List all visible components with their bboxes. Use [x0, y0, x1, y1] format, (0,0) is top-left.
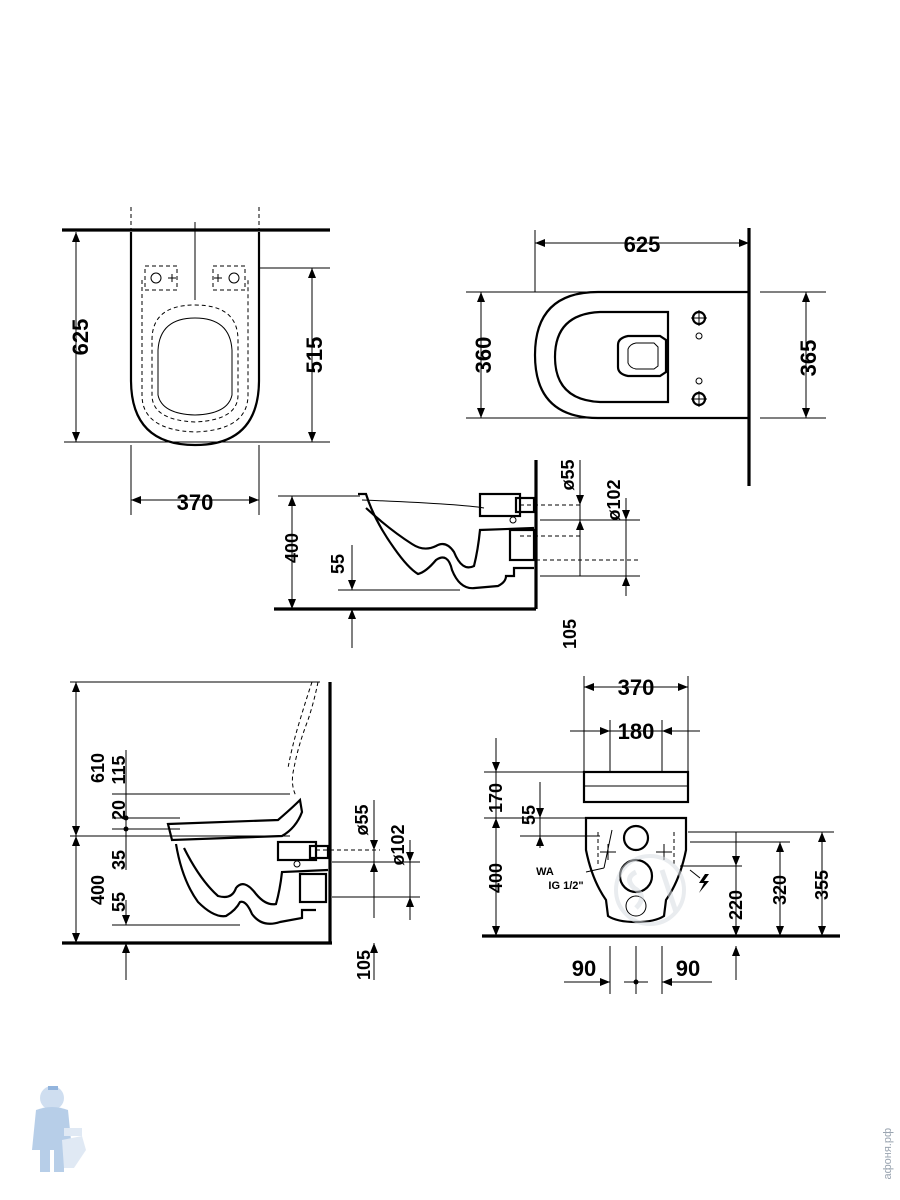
side-view-floor-offset: 105 [560, 619, 580, 649]
front-view-inner-width: 180 [618, 719, 655, 744]
seat-view-lid-height: 610 [88, 753, 108, 783]
seat-view-seat-gap: 20 [109, 800, 129, 820]
front-view-height: 400 [486, 863, 506, 893]
top-view-width: 370 [177, 490, 214, 515]
seat-view-outlet: ø102 [388, 824, 408, 865]
front-view [482, 676, 840, 994]
plan-view [466, 228, 826, 486]
front-view-h320: 320 [770, 875, 790, 905]
seat-view-level: 35 [109, 850, 129, 870]
top-view-inner-depth: 515 [302, 337, 327, 374]
side-view-inlet: ø55 [558, 459, 578, 490]
front-view-h220: 220 [726, 890, 746, 920]
top-view-depth: 625 [68, 319, 93, 356]
front-view-width: 370 [618, 675, 655, 700]
top-view [62, 207, 330, 515]
seat-view-low: 55 [109, 892, 129, 912]
front-view-right-90: 90 [676, 956, 700, 981]
side-view-outlet: ø102 [604, 479, 624, 520]
side-view-low: 55 [328, 554, 348, 574]
site-watermark: афоня.рф [882, 1128, 894, 1180]
side-view [274, 460, 640, 648]
plan-view-width-left: 360 [471, 337, 496, 374]
plumber-mascot-icon [32, 1086, 86, 1172]
brand-watermark-icon [614, 854, 686, 926]
seat-view-inlet: ø55 [352, 804, 372, 835]
seat-view-floor-offset: 105 [354, 950, 374, 980]
front-view-h355: 355 [812, 870, 832, 900]
seat-view-height: 400 [88, 875, 108, 905]
side-view-height: 400 [282, 533, 302, 563]
plan-view-width-right: 365 [796, 340, 821, 377]
seat-view-seat-rise: 115 [109, 755, 129, 784]
front-view-left-90: 90 [572, 956, 596, 981]
front-view-wa-label: WA [536, 866, 554, 878]
front-view-top: 170 [486, 783, 506, 813]
front-view-ig-label: IG 1/2" [548, 880, 583, 892]
front-view-offset: 55 [519, 805, 539, 825]
plan-view-length: 625 [624, 232, 661, 257]
side-view-seat [62, 681, 420, 980]
